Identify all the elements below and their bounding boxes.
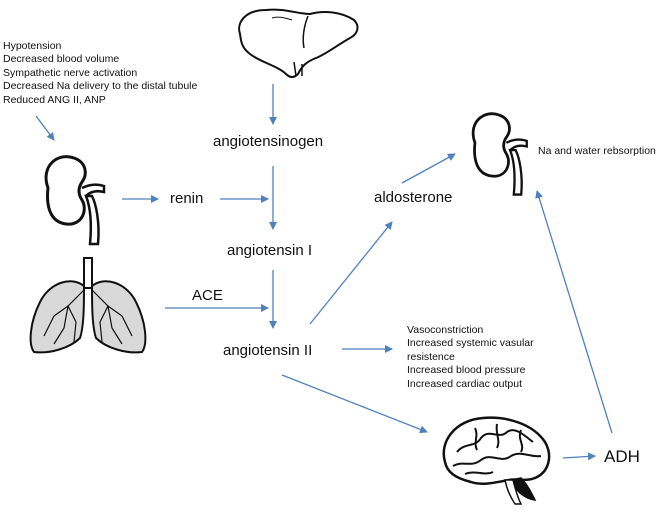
- arrow-angiotensin-ii-to-brain: [281, 374, 428, 434]
- arrow-aldosterone-to-kidney: [401, 153, 456, 184]
- liver-icon: [238, 8, 359, 78]
- node-angiotensinogen: angiotensinogen: [213, 133, 324, 150]
- stimulus-item: Decreased blood volume: [3, 53, 120, 66]
- kidney-effect-label: Na and water rebsorption: [538, 145, 656, 157]
- effect-item: Increased systemic vasular: [407, 337, 534, 350]
- effect-item: Increased cardiac output: [407, 377, 522, 390]
- stimulus-item: Reduced ANG II, ANP: [3, 93, 106, 106]
- node-adh: ADH: [604, 447, 640, 466]
- stimuli-list: Hypotension Decreased blood volume Sympa…: [3, 40, 197, 107]
- kidney-icon: [471, 112, 528, 196]
- stimulus-item: Decreased Na delivery to the distal tubu…: [3, 80, 198, 93]
- node-aldosterone: aldosterone: [374, 189, 453, 206]
- brain-icon: [442, 416, 551, 505]
- angiotensin-ii-effects: Vasoconstriction Increased systemic vasu…: [407, 324, 534, 391]
- effect-item: Vasoconstriction: [407, 324, 484, 336]
- kidney-icon: [44, 155, 106, 246]
- node-ace: ACE: [192, 287, 223, 304]
- stimulus-item: Sympathetic nerve activation: [3, 66, 138, 79]
- node-angiotensin-i: angiotensin I: [227, 242, 313, 259]
- node-angiotensin-ii: angiotensin II: [223, 342, 313, 359]
- effect-item: resistence: [407, 350, 455, 363]
- arrow-adh-to-kidney: [535, 190, 613, 434]
- lungs-icon: [29, 257, 147, 354]
- node-renin: renin: [170, 190, 204, 207]
- effect-item: Increased blood pressure: [407, 364, 526, 377]
- arrow-angiotensin-ii-to-aldosterone: [309, 221, 393, 325]
- arrow-stimuli-to-kidney: [35, 115, 55, 141]
- arrow-brain-to-adh: [562, 452, 596, 461]
- stimulus-item: Hypotension: [3, 40, 62, 52]
